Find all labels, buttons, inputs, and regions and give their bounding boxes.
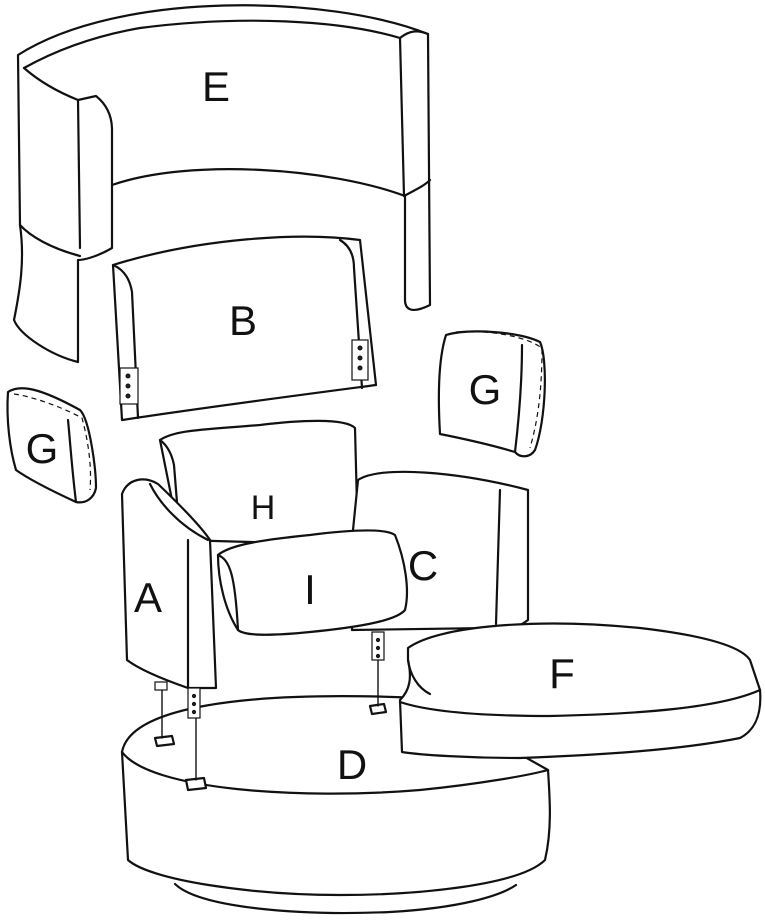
part-i-seat-cushion xyxy=(216,529,409,636)
label-b: B xyxy=(229,297,257,344)
label-i: I xyxy=(304,566,316,613)
part-e-curved-back-shell xyxy=(12,4,432,364)
part-h-seat-back-cushion xyxy=(158,419,360,547)
part-g-left-cushion xyxy=(6,387,98,504)
label-h: H xyxy=(251,489,276,527)
part-b-back-panel xyxy=(111,235,378,422)
label-a: A xyxy=(134,574,162,621)
part-labels: E B G G H A I C F D xyxy=(26,63,575,788)
label-c: C xyxy=(408,542,438,589)
part-a-left-arm xyxy=(120,478,218,690)
legs-and-posts xyxy=(154,631,385,781)
part-f-side-table-top xyxy=(398,622,762,760)
label-g-left: G xyxy=(26,425,59,472)
label-d: D xyxy=(337,741,367,788)
part-g-right-cushion xyxy=(437,330,546,458)
label-f: F xyxy=(549,650,575,697)
label-g-right: G xyxy=(469,366,502,413)
label-e: E xyxy=(202,63,230,110)
